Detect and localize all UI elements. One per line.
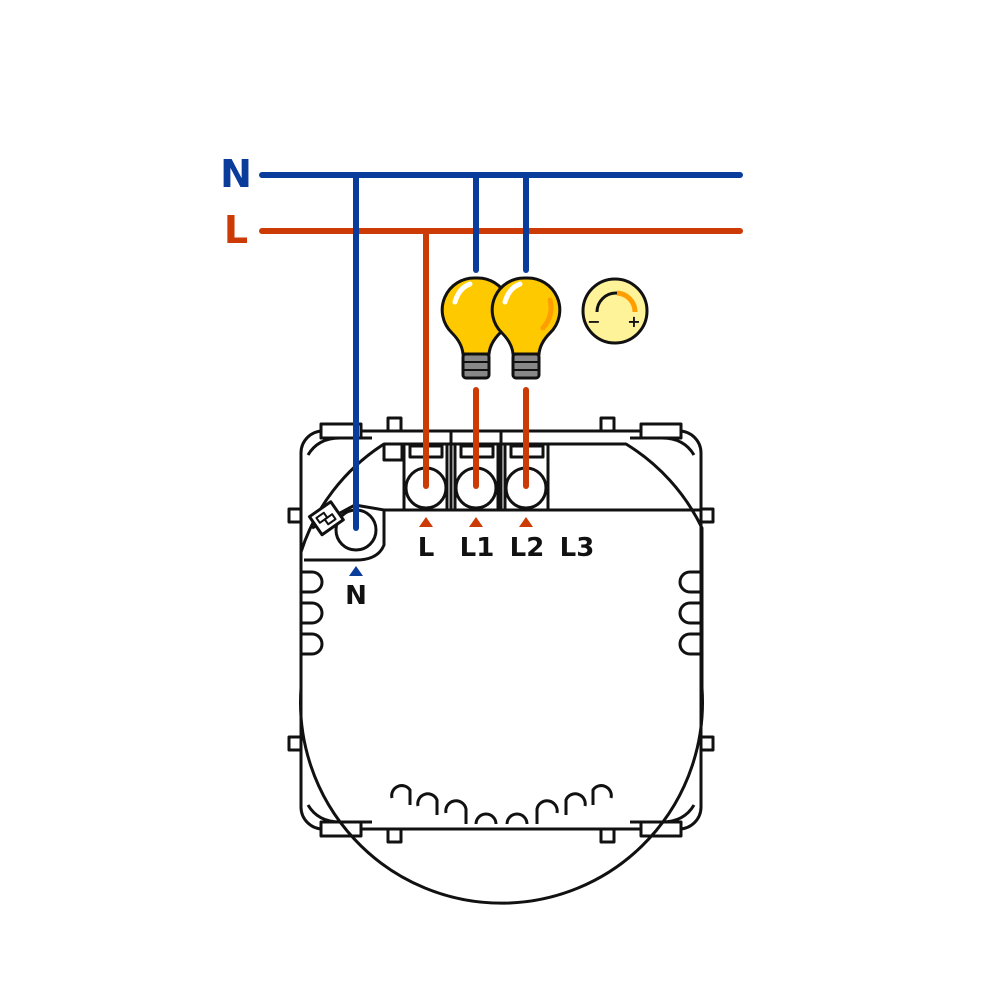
arrow-up-icon [419, 517, 433, 527]
neutral-bus-label: N [220, 152, 252, 196]
arrow-up-icon [349, 566, 363, 576]
arrow-up-icon [469, 517, 483, 527]
wires [259, 172, 743, 531]
dimmer-plus-label: + [627, 312, 640, 331]
light-bulb-icon [490, 276, 562, 380]
terminal-label-l3: L3 [560, 533, 595, 563]
switch-module [287, 416, 715, 905]
dimmer-minus-label: − [587, 312, 600, 331]
terminal-label-l1: L1 [460, 533, 495, 563]
terminal-label-l: L [418, 533, 435, 563]
live-bus-label: L [224, 208, 248, 252]
terminal-label-l2: L2 [510, 533, 545, 563]
arrow-up-icon [519, 517, 533, 527]
dimmer-icon: − + [581, 277, 649, 345]
light-bulb-icon [440, 276, 512, 380]
terminal-label-n: N [345, 581, 367, 611]
